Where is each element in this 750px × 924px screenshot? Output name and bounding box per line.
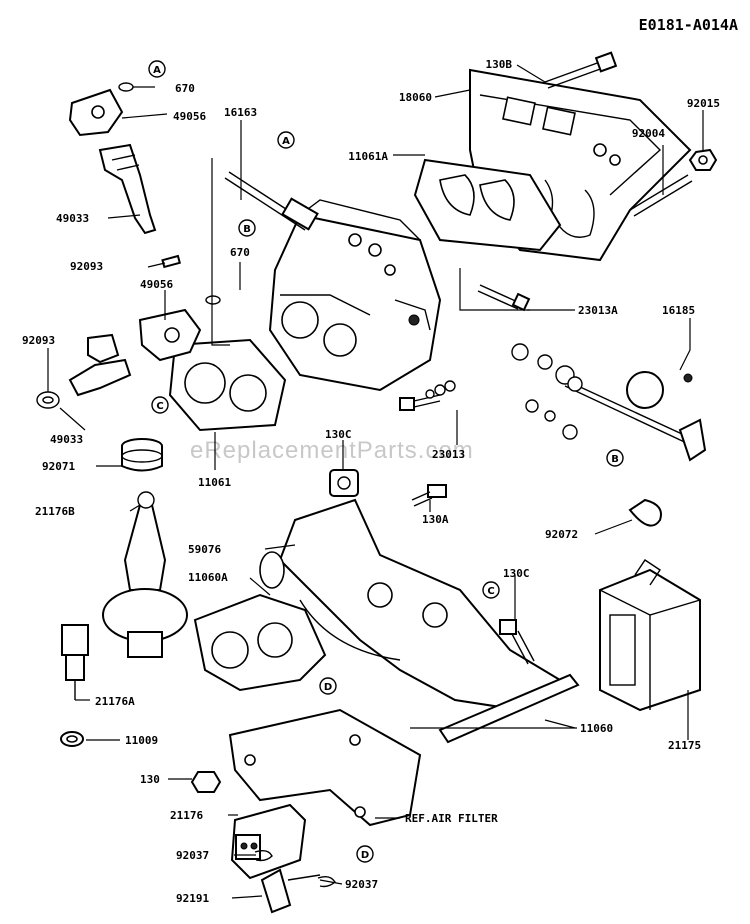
oring-670-top <box>118 82 134 92</box>
shaft-16163 <box>224 171 319 231</box>
injector-49033-top <box>98 143 157 235</box>
label-92071: 92071 <box>42 460 75 473</box>
ref-circle-B-left: B <box>238 219 256 237</box>
label-92015: 92015 <box>687 97 720 110</box>
label-21176A: 21176A <box>95 695 135 708</box>
label-11060: 11060 <box>580 722 613 735</box>
label-11060A: 11060A <box>188 571 228 584</box>
label-21176B: 21176B <box>35 505 75 518</box>
label-130A: 130A <box>422 513 449 526</box>
leader-lines <box>47 64 704 899</box>
ecu-21175 <box>599 559 701 712</box>
clip-92093-left <box>36 391 60 409</box>
svg-text:D: D <box>361 850 369 861</box>
injector-cap-49056-mid <box>138 308 202 362</box>
label-ref-air-filter: REF.AIR FILTER <box>405 812 498 825</box>
svg-text:A: A <box>282 136 290 147</box>
grommet-92071 <box>121 438 163 472</box>
shaft-16185 <box>511 343 707 462</box>
label-92191: 92191 <box>176 892 209 905</box>
gasket-11061A <box>413 158 562 252</box>
clip-92037-left <box>254 849 273 862</box>
label-92037-right: 92037 <box>345 878 378 891</box>
svg-text:B: B <box>243 224 251 235</box>
band-92072 <box>628 498 662 527</box>
label-49056-top: 49056 <box>173 110 206 123</box>
label-130C-mid: 130C <box>503 567 530 580</box>
label-670-mid: 670 <box>230 246 250 259</box>
washer-11009 <box>60 731 84 747</box>
ref-circle-C-right: C <box>482 581 500 599</box>
label-92004: 92004 <box>632 127 665 140</box>
bolt-130C-mid <box>499 619 535 665</box>
bolt-130 <box>190 771 222 793</box>
label-16163: 16163 <box>224 106 257 119</box>
throttle-body-16163 <box>268 199 442 392</box>
label-11061A: 11061A <box>348 150 388 163</box>
label-23013: 23013 <box>432 448 465 461</box>
label-92093-left: 92093 <box>22 334 55 347</box>
label-92093-top: 92093 <box>70 260 103 273</box>
watermark: eReplacementParts.com <box>190 437 474 464</box>
gasket-11060 <box>438 673 580 744</box>
oring-670-mid <box>205 295 221 305</box>
label-49033-top: 49033 <box>56 212 89 225</box>
label-92037-left: 92037 <box>176 849 209 862</box>
label-130B: 130B <box>486 58 513 71</box>
bracket <box>228 708 422 827</box>
injector-cap-49056-top <box>68 88 124 137</box>
label-130C-top: 130C <box>325 428 352 441</box>
label-49056-mid: 49056 <box>140 278 173 291</box>
ref-circle-B-right: B <box>606 449 624 467</box>
hose-92191 <box>260 868 321 914</box>
label-11009: 11009 <box>125 734 158 747</box>
bolt-130A <box>411 484 447 507</box>
ref-circle-A-top: A <box>148 60 166 78</box>
injector-49033-left <box>68 333 132 397</box>
gasket-11060A <box>193 593 327 692</box>
svg-text:C: C <box>156 401 163 412</box>
screw-set-23013 <box>399 380 456 411</box>
diagram-code: E0181-A014A <box>639 16 738 34</box>
nut-92015 <box>688 148 718 171</box>
svg-text:B: B <box>611 454 619 465</box>
bolt-130B <box>544 51 618 89</box>
ref-circle-A-mid: A <box>277 131 295 149</box>
label-23013A: 23013A <box>578 304 618 317</box>
label-670-top: 670 <box>175 82 195 95</box>
bolt-130C-top <box>329 469 359 497</box>
label-21176: 21176 <box>170 809 203 822</box>
screw-23013A <box>477 284 531 312</box>
label-130: 130 <box>140 773 160 786</box>
label-11061: 11061 <box>198 476 231 489</box>
svg-text:A: A <box>153 65 161 76</box>
label-21175: 21175 <box>668 739 701 752</box>
label-18060: 18060 <box>399 91 432 104</box>
stud-92004 <box>629 174 693 217</box>
label-92072: 92072 <box>545 528 578 541</box>
pin-92093-top <box>161 254 181 269</box>
sensor-21176A <box>61 624 89 700</box>
ref-circle-C-left: C <box>151 396 169 414</box>
sensor-21176 <box>230 803 307 880</box>
svg-text:C: C <box>487 586 494 597</box>
ref-circle-D-bottom: D <box>356 845 374 863</box>
clip-92037-right <box>317 875 336 888</box>
gasket-11061 <box>168 338 287 432</box>
label-16185: 16185 <box>662 304 695 317</box>
sensor-21176B <box>102 491 188 658</box>
ref-circle-D-mid: D <box>319 677 337 695</box>
label-59076: 59076 <box>188 543 221 556</box>
svg-text:D: D <box>324 682 332 693</box>
label-49033-left: 49033 <box>50 433 83 446</box>
